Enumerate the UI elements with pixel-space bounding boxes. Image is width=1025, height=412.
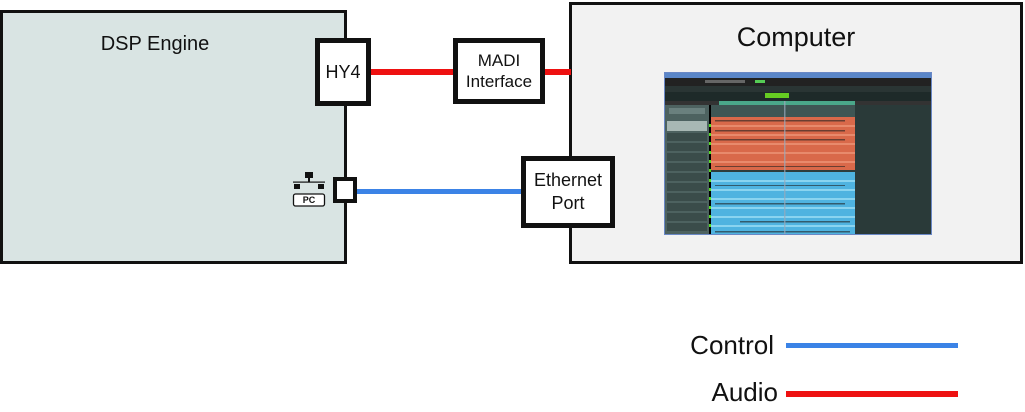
dsp-engine-block: [0, 10, 347, 264]
hy4-label: HY4: [325, 61, 361, 82]
ethernet-label-line2: Port: [551, 193, 585, 213]
network-icon: [292, 172, 326, 207]
daw-software-screenshot: [664, 72, 932, 235]
legend-audio-label: Audio: [711, 377, 779, 407]
ethernet-label-line1: Ethernet: [533, 170, 603, 190]
dsp-engine-label: DSP Engine: [100, 33, 210, 55]
control-link-pc-ethernet: [357, 189, 521, 194]
ethernet-port-box: Ethernet Port: [521, 156, 615, 228]
hy4-card: HY4: [315, 38, 371, 106]
audio-link-madi-computer: [545, 69, 571, 75]
madi-label-line2: Interface: [465, 72, 533, 91]
madi-label-line1: MADI: [477, 51, 521, 70]
audio-link-hy4-madi: [371, 69, 453, 75]
computer-label: Computer: [736, 22, 856, 52]
legend-audio-line: [786, 391, 958, 397]
pc-badge-label: PC: [302, 195, 316, 205]
pc-network-badge: PC: [292, 172, 326, 208]
madi-interface-box: MADI Interface: [453, 38, 545, 104]
pc-port-connector: [333, 177, 357, 203]
daw-window-graphic: [665, 73, 931, 234]
legend-control-line: [786, 343, 958, 348]
legend-control-label: Control: [690, 330, 774, 360]
